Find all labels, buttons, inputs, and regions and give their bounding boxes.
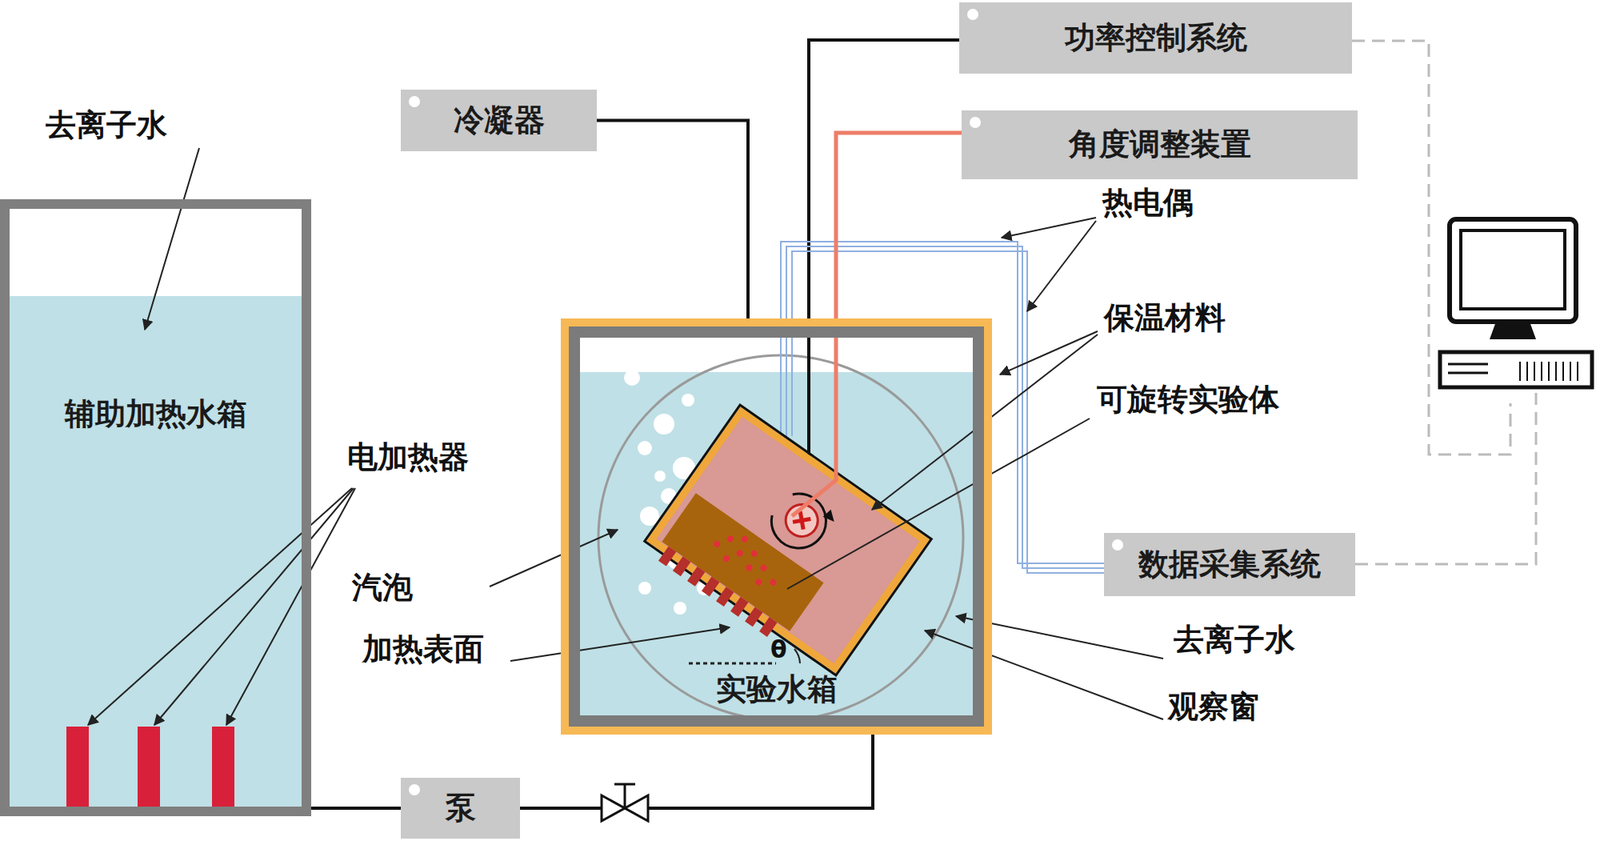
node-text: 功率控制系统 xyxy=(1064,20,1248,56)
callout-label: 热电偶 xyxy=(1102,185,1194,221)
heater xyxy=(66,726,89,807)
heater xyxy=(137,726,160,807)
heater xyxy=(212,726,235,807)
callout-label: 保温材料 xyxy=(1104,300,1226,336)
node-text: 辅助加热水箱 xyxy=(9,396,302,432)
node-text: 角度调整装置 xyxy=(1068,127,1252,163)
pipe-connector xyxy=(596,120,748,320)
callout-label: θ xyxy=(770,636,788,664)
tank-water xyxy=(9,296,302,807)
corner-dot xyxy=(408,784,420,796)
label-box: 功率控制系统 xyxy=(959,2,1352,74)
signal-line xyxy=(1355,392,1536,564)
water-tank: 辅助加热水箱 xyxy=(0,199,312,816)
node-text: 数据采集系统 xyxy=(1138,547,1321,583)
label-box: 数据采集系统 xyxy=(1104,532,1356,596)
label-box: 泵 xyxy=(400,777,520,839)
angle-reference xyxy=(688,662,776,665)
callout-label: 可旋转实验体 xyxy=(1096,382,1280,418)
rotating-body xyxy=(640,404,932,682)
leader-line xyxy=(88,148,1164,725)
computer xyxy=(1440,219,1592,388)
corner-dot xyxy=(1112,539,1124,551)
pipe-connector xyxy=(311,806,401,810)
node-text: 冷凝器 xyxy=(453,103,545,139)
callout-label: 观察窗 xyxy=(1168,689,1260,725)
callout-label: 去离子水 xyxy=(1173,622,1296,658)
pipe-connector xyxy=(520,734,873,808)
callout-label: 加热表面 xyxy=(362,632,484,668)
water-tank: 实验水箱 xyxy=(560,318,992,735)
corner-dot xyxy=(969,116,981,128)
callout-label: 电加热器 xyxy=(347,440,469,476)
callout-label: 汽泡 xyxy=(352,570,413,606)
callout-label: 去离子水 xyxy=(45,108,168,144)
angle-arc xyxy=(794,648,800,664)
label-box: 冷凝器 xyxy=(400,89,597,152)
corner-dot xyxy=(408,96,420,108)
node-text: 泵 xyxy=(445,790,476,826)
valve xyxy=(601,784,648,821)
label-box: 角度调整装置 xyxy=(961,110,1358,180)
corner-dot xyxy=(967,8,979,20)
power-wire xyxy=(808,40,960,458)
node-text: 实验水箱 xyxy=(568,672,984,708)
